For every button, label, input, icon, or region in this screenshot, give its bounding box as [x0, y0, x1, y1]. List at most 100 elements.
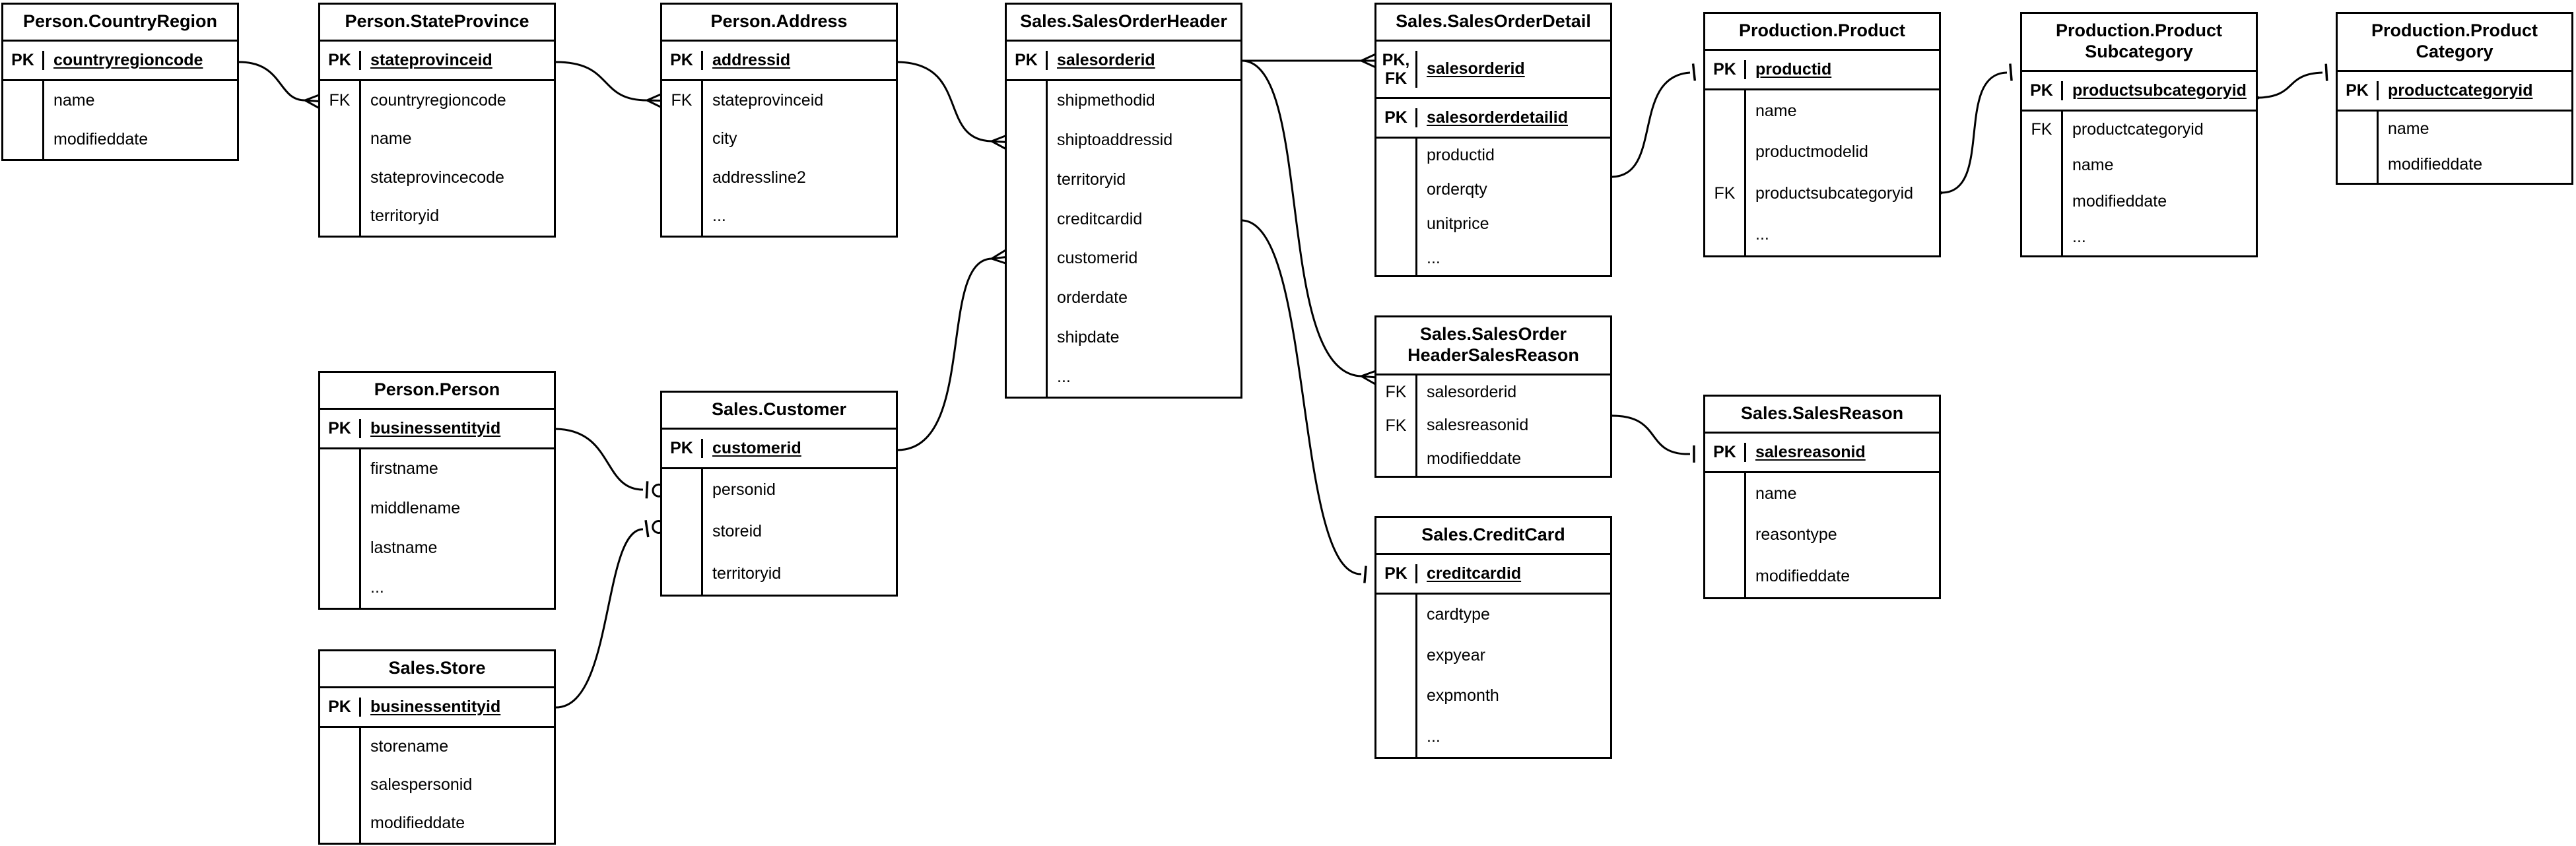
attribute-name: name	[1755, 484, 1797, 503]
attribute-name: productcategoryid	[2072, 119, 2204, 139]
attribute-key-marker: FK	[2022, 111, 2063, 148]
attribute-name: storename	[370, 737, 449, 756]
attribute-name: ...	[1427, 248, 1441, 267]
attribute-row: ...	[320, 568, 554, 608]
attribute-key-marker: PK	[320, 418, 361, 438]
attribute-key-marker: FK	[1705, 172, 1746, 214]
attribute-name: customerid	[1057, 249, 1138, 268]
attribute-row: PK salesreasonid	[1705, 434, 1939, 473]
attribute-key-marker	[1007, 278, 1048, 318]
attribute-row: territoryid	[1007, 160, 1240, 200]
attribute-row: city	[662, 119, 896, 158]
attribute-key-marker: PK	[1376, 564, 1417, 583]
entity-title: Sales.SalesOrderHeader	[1007, 5, 1240, 42]
relationship-rel-countryregion-stateprovince	[233, 53, 323, 111]
attribute-name: creditcardid	[1057, 209, 1143, 228]
attribute-key-marker	[662, 119, 703, 158]
attribute-key-marker: PK	[662, 438, 703, 458]
attribute-row: personid	[662, 469, 896, 511]
attribute-name: expyear	[1427, 645, 1485, 665]
attribute-name: ...	[2072, 228, 2086, 247]
attribute-key-marker	[320, 765, 361, 804]
attribute-key-marker	[1376, 241, 1417, 275]
attribute-name: productsubcategoryid	[1755, 183, 1914, 203]
attribute-key-marker: PK	[1705, 442, 1746, 462]
attribute-key-marker	[1705, 514, 1746, 556]
attribute-name: salesreasonid	[1427, 416, 1529, 435]
attribute-name: salesorderid	[1057, 50, 1155, 69]
attribute-key-marker	[320, 568, 361, 608]
attribute-row: shiptoaddressid	[1007, 120, 1240, 160]
attribute-row: name	[2022, 147, 2256, 183]
attribute-row: expmonth	[1376, 675, 1610, 717]
attribute-row: reasontype	[1705, 514, 1939, 556]
attribute-name: name	[370, 129, 412, 148]
attribute-key-marker	[1376, 207, 1417, 242]
attribute-key-marker	[662, 552, 703, 595]
attribute-key-marker	[1007, 160, 1048, 200]
attribute-name: orderdate	[1057, 288, 1128, 308]
attribute-name: stateprovincecode	[370, 168, 504, 187]
relationship-line	[1611, 414, 1691, 455]
attribute-name: name	[53, 90, 95, 110]
attribute-name: personid	[712, 480, 776, 500]
attribute-key-marker	[1376, 635, 1417, 676]
attribute-name: shipmethodid	[1057, 91, 1155, 110]
entity-title: Person.StateProvince	[320, 5, 554, 42]
attribute-name: salesreasonid	[1755, 442, 1866, 461]
attribute-name: stateprovinceid	[370, 50, 492, 69]
attribute-key-marker: PK	[3, 50, 44, 70]
attribute-row: addressline2	[662, 158, 896, 197]
entity-title: Production.Product Category	[2338, 14, 2571, 72]
attribute-row: customerid	[1007, 238, 1240, 278]
attribute-row: orderqty	[1376, 172, 1610, 207]
attribute-row: modifieddate	[1376, 442, 1610, 476]
attribute-key-marker	[662, 197, 703, 236]
attribute-key-marker	[1376, 594, 1417, 635]
attribute-name: productmodelid	[1755, 143, 1868, 162]
attribute-key-marker	[1376, 675, 1417, 717]
attribute-key-marker: FK	[320, 81, 361, 120]
relationship-rel-customer-salesorderheader	[892, 247, 1010, 459]
attribute-row: name	[3, 81, 237, 120]
attribute-name: middlename	[370, 499, 461, 518]
attribute-key-marker: FK	[662, 81, 703, 120]
attribute-row: ...	[1007, 357, 1240, 397]
attribute-key-marker	[1705, 472, 1746, 515]
attribute-key-marker	[320, 119, 361, 158]
attribute-key-marker	[662, 158, 703, 197]
attribute-row: modifieddate	[3, 119, 237, 160]
attribute-name: firstname	[370, 459, 438, 478]
attribute-key-marker	[3, 81, 44, 120]
attribute-key-marker	[3, 119, 44, 160]
relationship-line	[1242, 219, 1362, 575]
relationship-line	[897, 257, 992, 451]
attribute-key-marker: PK, FK	[1376, 50, 1417, 88]
attribute-row: orderdate	[1007, 278, 1240, 318]
attribute-row: name	[2338, 111, 2571, 147]
